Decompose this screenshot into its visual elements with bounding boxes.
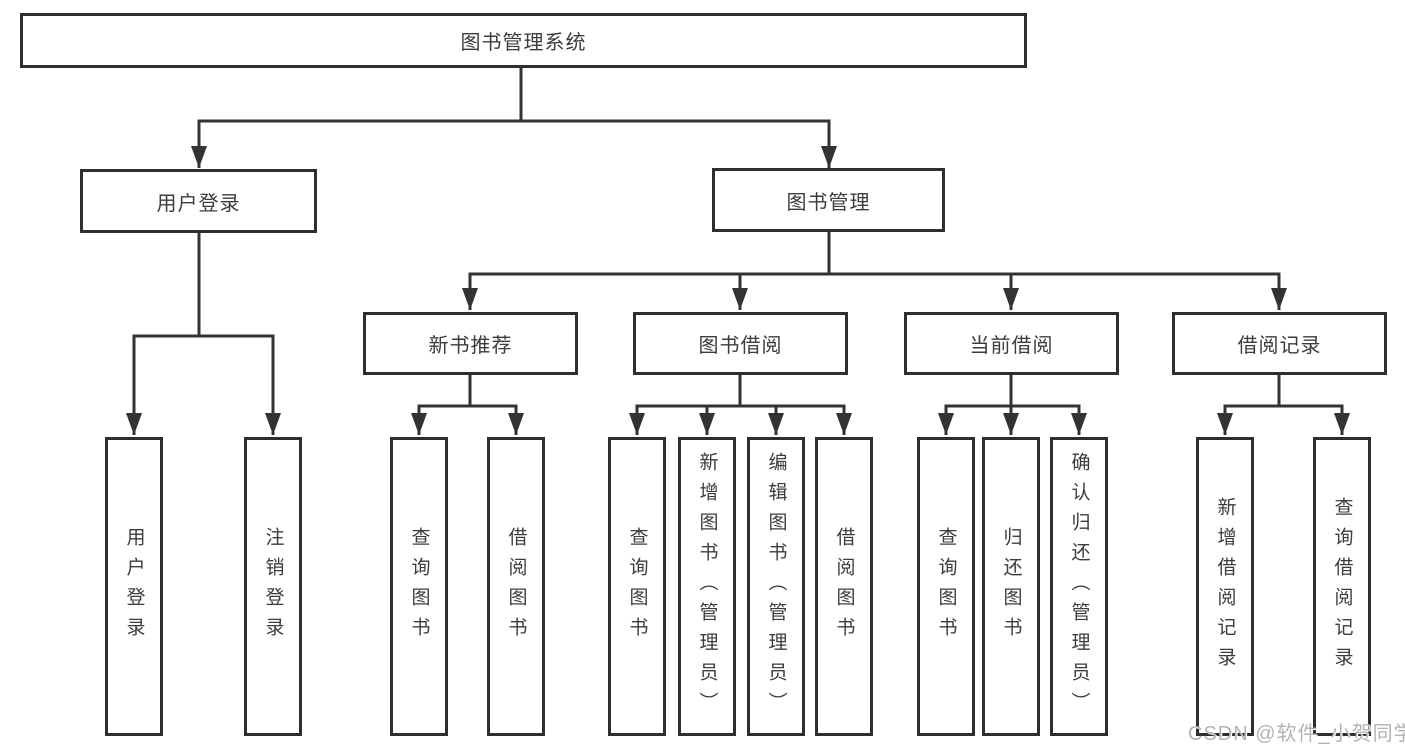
connector-current-query — [938, 375, 1013, 435]
leaf-user-login-label: 用户登录 — [123, 526, 145, 647]
leaf-query-books-borrowing: 查询图书 — [608, 437, 666, 736]
leaf-add-borrow-record: 新增借阅记录 — [1196, 437, 1254, 736]
node-user-login: 用户登录 — [80, 169, 317, 233]
leaf-borrow-books-borrowing: 借阅图书 — [815, 437, 873, 736]
leaf-query-borrow-record-label: 查询借阅记录 — [1331, 496, 1353, 677]
leaf-add-book-admin: 新增图书（管理员） — [678, 437, 736, 736]
connector-root-user-login — [191, 68, 523, 168]
connector-book-mgmt-records — [827, 232, 1287, 310]
node-new-book-recommendation: 新书推荐 — [363, 312, 578, 375]
leaf-query-books-current-label: 查询图书 — [935, 526, 957, 647]
node-borrowing-records-label: 借阅记录 — [1237, 335, 1322, 357]
connector-records-query — [1277, 375, 1350, 435]
connector-book-mgmt-borrowing — [732, 232, 831, 310]
leaf-logout-label: 注销登录 — [262, 526, 284, 647]
leaf-edit-book-admin-label: 编辑图书（管理员） — [765, 451, 787, 722]
leaf-borrow-books-borrowing-label: 借阅图书 — [833, 526, 855, 647]
node-book-borrowing: 图书借阅 — [633, 312, 848, 375]
connector-book-mgmt-new-book — [462, 232, 831, 310]
leaf-query-books-recommend-label: 查询图书 — [408, 526, 430, 647]
connector-new-book-query — [411, 375, 472, 435]
leaf-logout: 注销登录 — [244, 437, 302, 736]
node-current-borrowing: 当前借阅 — [904, 312, 1119, 375]
connector-user-login-leaf-login — [126, 233, 201, 435]
leaf-query-books-recommend: 查询图书 — [390, 437, 448, 736]
connector-book-mgmt-current — [827, 232, 1019, 310]
connector-borrowing-add — [699, 375, 742, 435]
leaf-confirm-return-admin-label: 确认归还（管理员） — [1068, 451, 1090, 722]
leaf-borrow-books-recommend: 借阅图书 — [487, 437, 545, 736]
connector-new-book-borrow — [468, 375, 524, 435]
connector-records-add — [1217, 375, 1281, 435]
node-root-label: 图书管理系统 — [460, 32, 587, 54]
connector-root-book-management — [519, 68, 837, 168]
node-user-login-label: 用户登录 — [156, 192, 241, 215]
leaf-add-borrow-record-label: 新增借阅记录 — [1214, 496, 1236, 677]
node-borrowing-records: 借阅记录 — [1172, 312, 1387, 375]
node-book-management-label: 图书管理 — [786, 191, 871, 214]
leaf-borrow-books-recommend-label: 借阅图书 — [505, 526, 527, 647]
leaf-edit-book-admin: 编辑图书（管理员） — [747, 437, 805, 736]
node-book-borrowing-label: 图书借阅 — [698, 335, 783, 357]
node-root: 图书管理系统 — [20, 13, 1027, 68]
connector-current-confirm — [1009, 375, 1087, 435]
csdn-watermark: CSDN @软件_小贺同学 — [1188, 723, 1405, 745]
connector-user-login-leaf-logout — [197, 233, 281, 435]
node-new-book-recommendation-label: 新书推荐 — [428, 335, 513, 357]
leaf-query-borrow-record: 查询借阅记录 — [1313, 437, 1371, 736]
leaf-confirm-return-admin: 确认归还（管理员） — [1050, 437, 1108, 736]
connector-borrowing-borrow — [738, 375, 852, 435]
node-current-borrowing-label: 当前借阅 — [969, 335, 1054, 357]
leaf-query-books-current: 查询图书 — [917, 437, 975, 736]
leaf-user-login: 用户登录 — [105, 437, 163, 736]
leaf-query-books-borrowing-label: 查询图书 — [626, 526, 648, 647]
leaf-return-books-label: 归还图书 — [1000, 526, 1022, 647]
leaf-add-book-admin-label: 新增图书（管理员） — [696, 451, 718, 722]
leaf-return-books: 归还图书 — [982, 437, 1040, 736]
node-book-management: 图书管理 — [712, 168, 945, 232]
